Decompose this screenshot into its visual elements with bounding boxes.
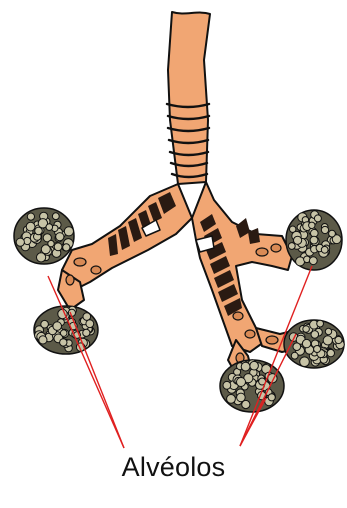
alveolus [56,233,64,241]
alveolus [26,222,35,231]
alveolus [329,230,336,237]
alveolus [24,237,31,244]
alveolus [241,362,250,371]
alveolus [309,257,317,265]
caption-label: Alvéolos [0,452,347,483]
alveolus [250,361,259,370]
alveolus [294,236,302,244]
alveoli-cluster-lower-right [220,360,284,412]
alveolus [237,378,246,387]
alveolus [323,336,332,345]
trachea [168,12,210,184]
alveolus [314,215,321,222]
pointer-lines [48,266,312,448]
alveolus [60,339,67,346]
alveolus [52,213,59,220]
alveolus [321,226,328,233]
alveolus [53,322,62,331]
alveolus [54,243,62,251]
alveolus [302,339,310,347]
right-bronchus [192,182,292,352]
alveolus [314,346,321,353]
alveoli-cluster-upper-right [286,210,342,270]
alveolus [291,352,298,359]
alveolus [242,400,250,408]
alveolus [300,357,310,367]
alveolus [310,236,318,244]
alveolus [27,213,34,220]
alveolus [39,336,47,344]
alveolus [227,395,236,404]
alveoli-cluster-lower-left [34,306,98,354]
alveolus [16,238,24,246]
alveolus [35,227,43,235]
alveolus [321,246,328,253]
alveolus [83,329,90,336]
alveolus [288,243,295,250]
alveoli-cluster-mid-right [284,320,344,368]
alveolus [327,349,334,356]
alveolus [303,326,310,333]
alveolus [293,343,301,351]
alveolus [86,320,94,328]
alveolus [223,381,231,389]
alveolus [46,224,53,231]
alveolus [83,313,91,321]
alveolus [63,244,70,251]
pointer-line-left-1 [48,276,124,448]
alveoli-cluster-upper-left [14,208,74,264]
alveolus [48,240,54,246]
alveolus [268,394,275,401]
alveolus [335,336,342,343]
alveolus [64,227,73,236]
alveolus [309,222,315,228]
alveolus [317,320,324,327]
alveolus [325,328,331,334]
